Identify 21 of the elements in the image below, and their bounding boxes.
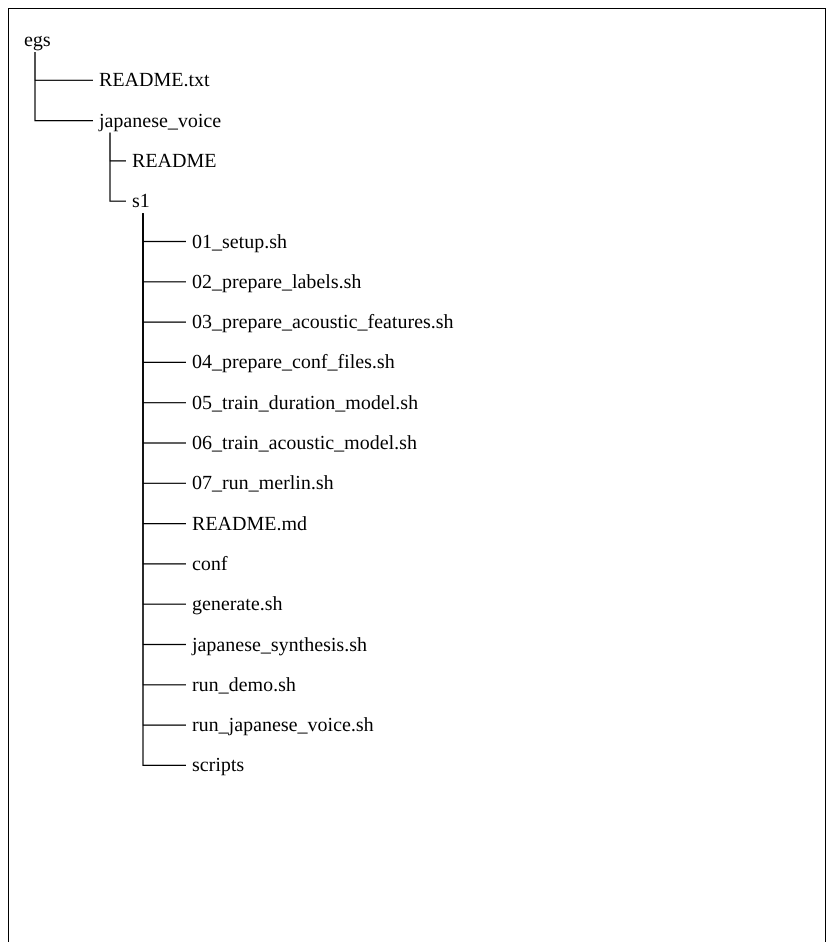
tree-item-label: japanese_voice	[97, 108, 224, 133]
tree-item-label: README.txt	[97, 68, 212, 92]
tree-item-label: scripts	[190, 753, 246, 778]
tree-item-label: 06_train_acoustic_model.sh	[190, 431, 419, 455]
tree-item-label: generate.sh	[190, 592, 285, 616]
tree-item-label: conf	[190, 552, 230, 576]
tree-item-label: 04_prepare_conf_files.sh	[190, 350, 397, 374]
tree-item-label: japanese_synthesis.sh	[190, 632, 369, 656]
tree-item-label: README.md	[190, 512, 309, 536]
tree-item-label: 07_run_merlin.sh	[190, 471, 336, 496]
tree-item-label: 03_prepare_acoustic_features.sh	[190, 310, 456, 334]
tree-item-label: 02_prepare_labels.sh	[190, 270, 364, 294]
tree-item-label: README	[130, 148, 218, 173]
tree-item-label: run_japanese_voice.sh	[190, 713, 376, 738]
tree-connector	[34, 52, 93, 122]
tree-item-label: 05_train_duration_model.sh	[190, 390, 420, 415]
tree-item-label: 01_setup.sh	[190, 230, 289, 254]
tree-item-label: run_demo.sh	[190, 672, 298, 697]
tree-item-label: s1	[130, 189, 152, 214]
tree-item-label: egs	[22, 28, 53, 52]
tree-connector	[109, 132, 126, 202]
